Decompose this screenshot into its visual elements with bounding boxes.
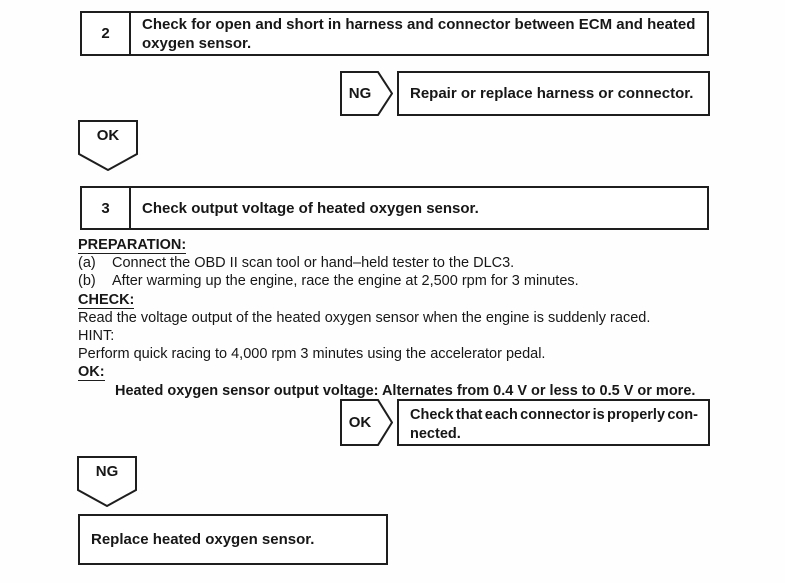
ok-tag-2-label: OK [348,414,372,431]
ng-flow-tag-1: NG [340,71,393,116]
check-text: Read the voltage output of the heated ox… [78,309,651,326]
final-action-text: Replace heated oxygen sensor. [91,531,315,548]
ng-flow-tag-down: NG [77,456,137,507]
step-2-box: 2 Check for open and short in harness an… [80,11,709,56]
ng-tag-down-label: NG [95,463,119,480]
ok-flow-tag-2: OK [340,399,393,446]
pentagon-down-icon [78,120,138,171]
step-3-number: 3 [82,188,131,228]
preparation-item-b: (b) After warming up the engine, race th… [78,272,698,290]
ng-1-action-box: Repair or replace harness or connector. [397,71,710,116]
pentagon-down-icon [77,456,137,507]
hint-text: Perform quick racing to 4,000 rpm 3 minu… [78,346,546,363]
final-action-box: Replace heated oxygen sensor. [78,514,388,565]
ok-tag-down-label: OK [96,127,120,144]
item-a-text: Connect the OBD II scan tool or hand–hel… [112,255,515,272]
ok-heading: OK: [78,364,105,382]
item-b-text: After warming up the engine, race the en… [112,273,579,290]
preparation-item-a: (a) Connect the OBD II scan tool or hand… [78,254,698,272]
step-3-box: 3 Check output voltage of heated oxygen … [80,186,709,230]
ok-flow-tag-down: OK [78,120,138,171]
ok-spec-text: Heated oxygen sensor output voltage: Alt… [115,382,696,399]
check-heading: CHECK: [78,291,135,309]
hint-heading: HINT: [78,328,115,345]
item-b-label: (b) [78,273,96,290]
pentagon-right-icon [340,71,393,116]
ng-tag-1-label: NG [348,85,372,102]
procedure-details: PREPARATION: (a) Connect the OBD II scan… [78,236,698,400]
ok-2-action-line2: nected. [410,426,461,442]
item-a-label: (a) [78,255,96,272]
pentagon-right-icon [340,399,393,446]
ng-1-action-text: Repair or replace harness or connector. [410,85,694,102]
step-2-number: 2 [82,13,131,54]
step-2-title: Check for open and short in harness and … [142,15,696,52]
preparation-heading: PREPARATION: [78,237,187,254]
step-3-title: Check output voltage of heated oxygen se… [142,199,479,217]
